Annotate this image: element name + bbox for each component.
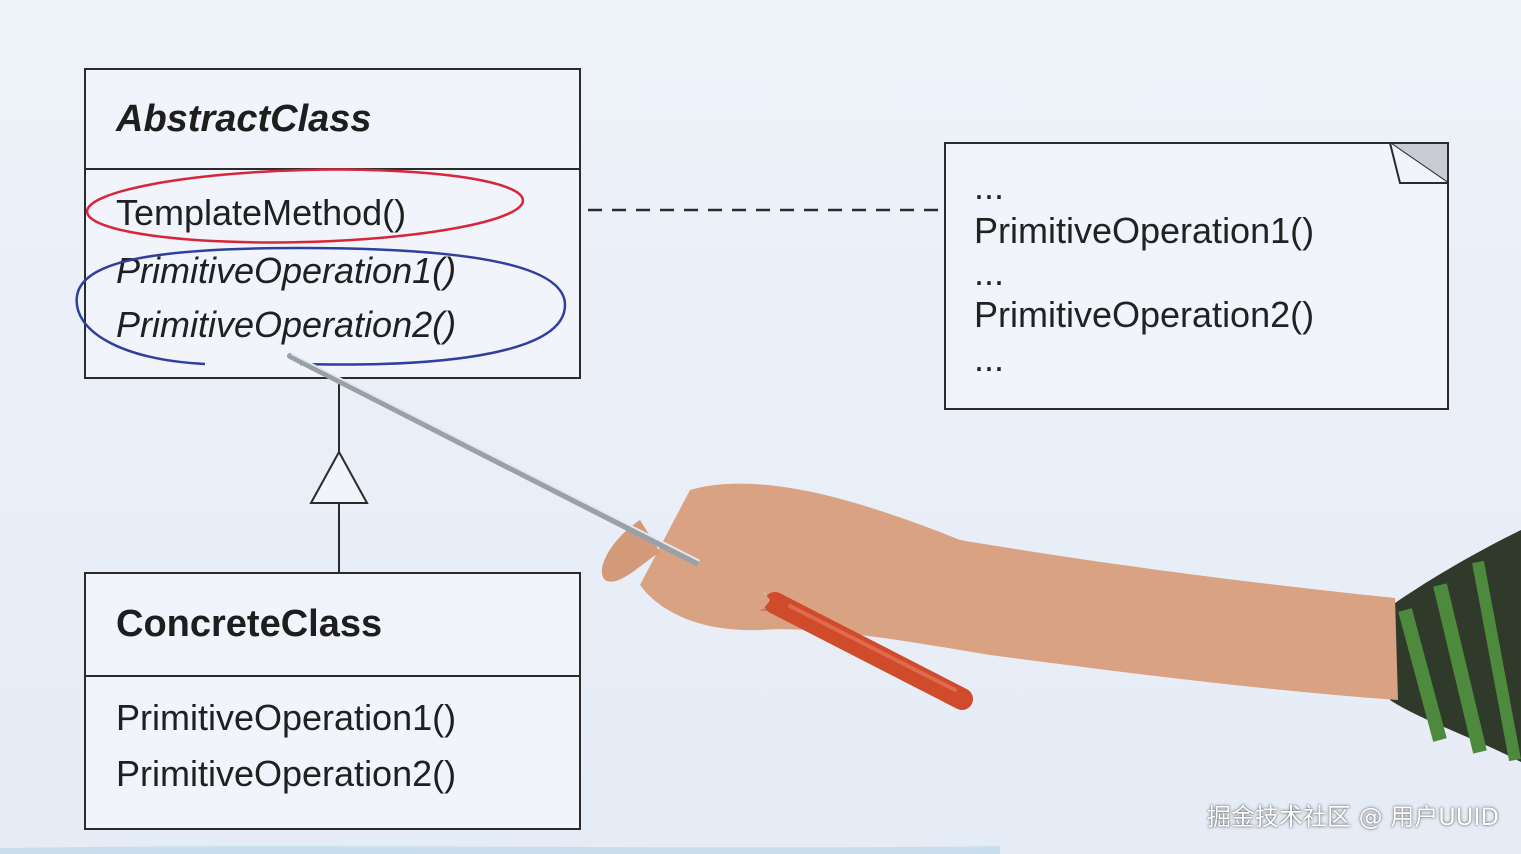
abstract-class-operations: TemplateMethod() PrimitiveOperation1() P…: [86, 170, 579, 377]
note-line-primitive-op-1: PrimitiveOperation1(): [974, 210, 1315, 251]
note-folded-corner-icon: [1386, 142, 1449, 185]
primitive-operation-1-concrete: PrimitiveOperation1(): [116, 697, 457, 738]
bottom-edge-strip: [0, 846, 1000, 854]
note-line-primitive-op-2: PrimitiveOperation2(): [974, 294, 1315, 335]
abstract-class-box: AbstractClass TemplateMethod() Primitive…: [84, 68, 581, 379]
primitive-operation-2-concrete: PrimitiveOperation2(): [116, 753, 457, 794]
concrete-class-operations: PrimitiveOperation1() PrimitiveOperation…: [86, 677, 579, 828]
template-method-operation: TemplateMethod(): [116, 192, 407, 233]
primitive-operation-2-abstract: PrimitiveOperation2(): [116, 304, 457, 345]
forearm: [640, 483, 1398, 700]
note-line-ellipsis-2: ...: [974, 252, 1005, 293]
presenter-arm: [601, 483, 1521, 762]
primitive-ops-blue-circle: [75, 246, 567, 366]
fingers-over-pointer: [693, 560, 770, 621]
note-line-ellipsis-1: ...: [974, 166, 1005, 207]
template-method-note: ... PrimitiveOperation1() ... PrimitiveO…: [944, 142, 1449, 410]
pointer-stick: [287, 353, 973, 710]
note-line-ellipsis-3: ...: [974, 338, 1005, 379]
pointer-handle: [764, 592, 973, 710]
template-method-red-circle: [85, 168, 525, 244]
concrete-class-name: ConcreteClass: [86, 574, 579, 677]
concrete-class-box: ConcreteClass PrimitiveOperation1() Prim…: [84, 572, 581, 830]
primitive-operation-1-abstract: PrimitiveOperation1(): [116, 250, 457, 291]
watermark-text: 掘金技术社区 @ 用户UUID: [1207, 803, 1499, 831]
